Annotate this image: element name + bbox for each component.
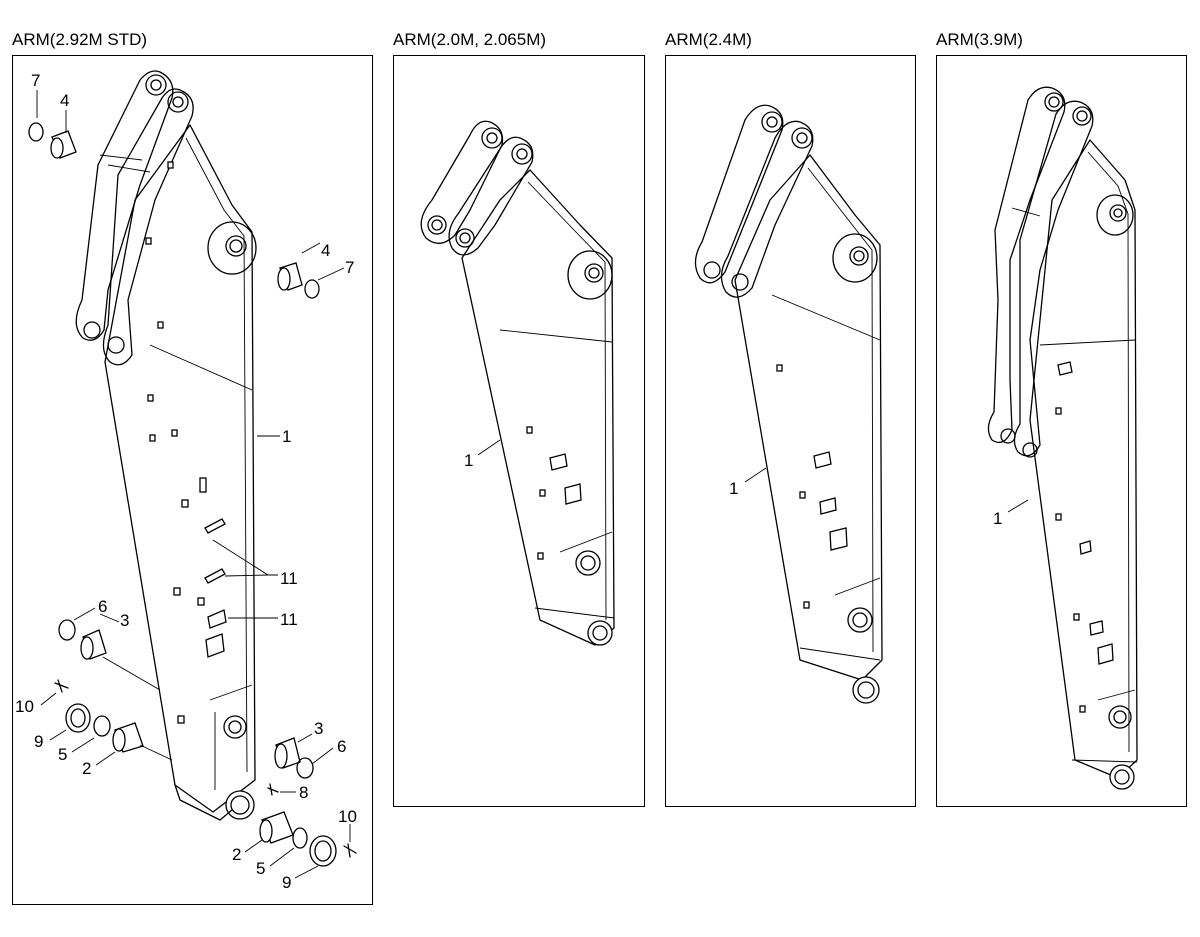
callout-1-panel3: 1 (729, 479, 738, 498)
callout-10-left: 10 (15, 697, 34, 716)
callout-2-right: 2 (232, 845, 241, 864)
callout-3-left: 3 (120, 611, 129, 630)
callout-7-top: 7 (31, 71, 40, 90)
callout-5-left: 5 (58, 745, 67, 764)
callout-9-right: 9 (282, 873, 291, 892)
panel-arm-3-9m (936, 55, 1187, 807)
arm-2-0m-drawing: 1 (420, 120, 615, 646)
callout-1-panel1: 1 (282, 427, 291, 446)
callout-6-left: 6 (98, 597, 107, 616)
callout-11-a: 11 (280, 569, 298, 588)
callout-2-left: 2 (82, 759, 91, 778)
callout-5-right: 5 (256, 859, 265, 878)
panel-title-arm-2-4m: ARM(2.4M) (665, 30, 752, 49)
callout-9-left: 9 (34, 732, 43, 751)
callout-4-top: 4 (60, 91, 69, 110)
callout-11-b: 11 (280, 610, 298, 629)
callout-6-right: 6 (337, 737, 346, 756)
callout-1-panel4: 1 (993, 509, 1002, 528)
panel-title-arm-3-9m: ARM(3.9M) (936, 30, 1023, 49)
arm-2-92m-drawing: 7 4 4 7 1 11 11 6 3 10 9 5 2 3 6 8 10 2 … (15, 70, 357, 892)
callout-3-right: 3 (314, 719, 323, 738)
panel-title-arm-2-92m-std: ARM(2.92M STD) (12, 30, 148, 49)
callout-4-right: 4 (321, 241, 330, 260)
arm-2-4m-drawing: 1 (694, 104, 883, 704)
callout-7-right: 7 (345, 258, 354, 277)
callout-8: 8 (299, 783, 308, 802)
arm-3-9m-drawing: 1 (987, 86, 1138, 790)
callout-10-right: 10 (338, 807, 357, 826)
panel-title-arm-2-0m: ARM(2.0M, 2.065M) (393, 30, 547, 49)
callout-1-panel2: 1 (464, 451, 473, 470)
